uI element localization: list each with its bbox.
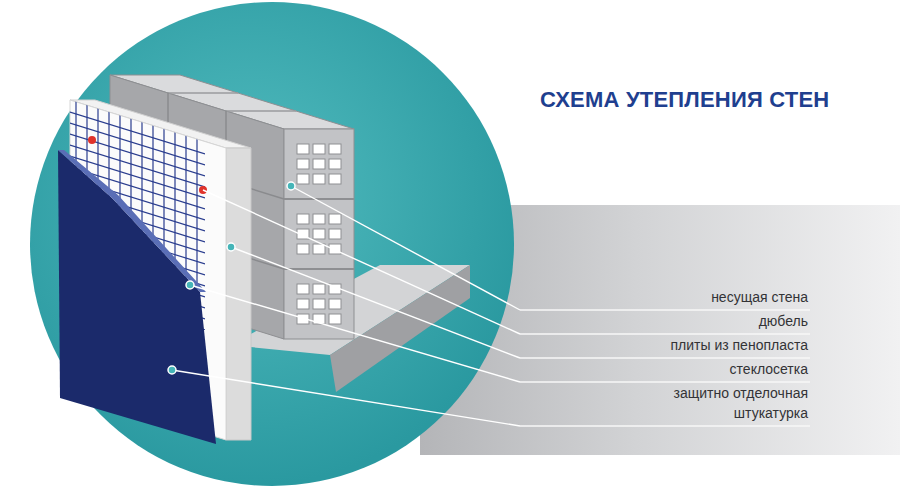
plaster-bevel xyxy=(58,150,206,292)
block-hole xyxy=(313,229,325,239)
block-hole xyxy=(297,159,309,169)
label-rule xyxy=(520,381,810,383)
mesh-line xyxy=(70,123,205,165)
block-hole xyxy=(297,214,309,224)
leader-line xyxy=(190,285,520,382)
block-seam xyxy=(226,110,296,112)
leader-line xyxy=(231,247,520,358)
part-label: плиты из пенопласта xyxy=(633,335,808,355)
part-label: несущая стена xyxy=(633,287,808,307)
block-hole xyxy=(329,144,341,154)
label-rule xyxy=(520,309,810,311)
block-hole xyxy=(313,299,325,309)
mesh-line xyxy=(70,134,205,176)
part-label: защитно отделочная штукатурка xyxy=(633,383,808,423)
dowel-head xyxy=(88,136,96,144)
mesh-line xyxy=(70,112,205,154)
block-hole xyxy=(329,174,341,184)
block-hole xyxy=(329,314,341,324)
part-label: стеклосетка xyxy=(633,359,808,379)
block-hole xyxy=(297,299,309,309)
block-hole xyxy=(297,244,309,254)
label-rule xyxy=(520,357,810,359)
block-hole xyxy=(313,144,325,154)
block-hole xyxy=(297,144,309,154)
block-hole xyxy=(297,284,309,294)
part-label: дюбель xyxy=(633,311,808,331)
block-hole xyxy=(313,174,325,184)
label-rule xyxy=(520,333,810,335)
plaster xyxy=(58,150,216,444)
block-hole xyxy=(313,244,325,254)
leader-dot xyxy=(227,243,235,251)
block-hole xyxy=(313,159,325,169)
leader-line xyxy=(291,186,520,310)
block-holes xyxy=(297,144,341,324)
title: СХЕМА УТЕПЛЕНИЯ СТЕН xyxy=(540,87,829,113)
wall-end xyxy=(284,129,354,339)
foam-edge xyxy=(226,148,251,440)
block-hole xyxy=(329,214,341,224)
leader-dot xyxy=(168,366,176,374)
leader-dot xyxy=(186,281,194,289)
leader-line xyxy=(172,370,520,426)
leader-line xyxy=(203,190,520,334)
block-seam xyxy=(284,198,354,200)
label-rule xyxy=(520,425,810,427)
block-seam xyxy=(168,92,238,94)
block-seam xyxy=(284,268,354,270)
block-hole xyxy=(329,229,341,239)
plaster-layer xyxy=(58,150,216,444)
block-hole xyxy=(329,299,341,309)
block-hole xyxy=(297,174,309,184)
block-hole xyxy=(329,159,341,169)
block-hole xyxy=(313,214,325,224)
leader-dot xyxy=(287,182,295,190)
block-hole xyxy=(313,284,325,294)
block-seam xyxy=(168,75,238,76)
